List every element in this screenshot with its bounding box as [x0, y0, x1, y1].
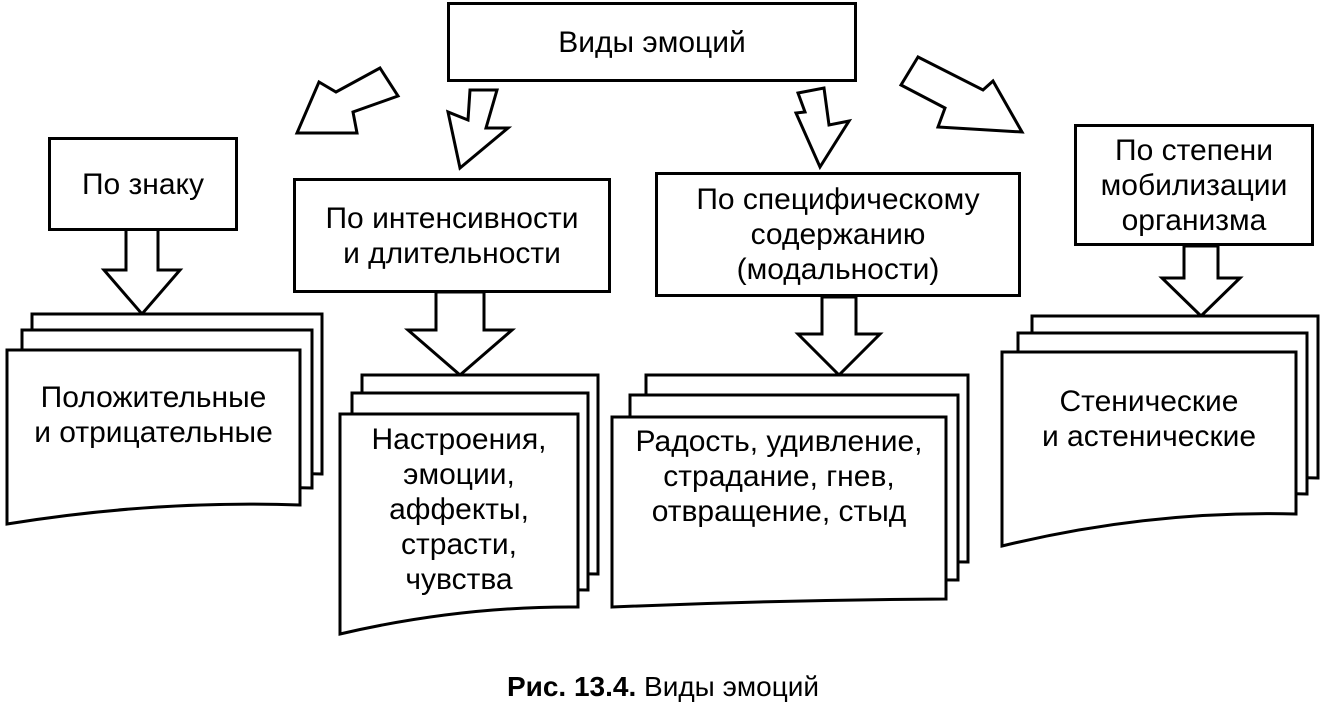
arrow-to-modality-icon: [793, 86, 853, 171]
category-title-line: организма: [1121, 203, 1267, 237]
category-box-sign: По знаку: [48, 137, 238, 231]
result-line: страдание, гнев,: [663, 460, 895, 493]
result-line: отвращение, стыд: [651, 495, 907, 528]
arrow-to-sign-icon: [294, 66, 401, 135]
result-line: Радость, удивление,: [635, 425, 923, 458]
figure-caption: Рис. 13.4. Виды эмоций: [0, 670, 1326, 704]
category-title-line: (модальности): [736, 253, 940, 286]
category-box-mobilization: По степени мобилизации организма: [1074, 124, 1314, 246]
root-box: Виды эмоций: [447, 2, 857, 82]
result-mobilization: Стенические и астенические: [1002, 384, 1296, 454]
category-title-line: По специфическому: [696, 183, 980, 216]
result-line: и отрицательные: [34, 416, 273, 449]
result-intensity: Настроения, эмоции, аффекты, страсти, чу…: [340, 422, 578, 597]
result-line: Положительные: [40, 381, 267, 414]
document-stack-mobilization: [1000, 314, 1320, 548]
result-line: эмоции,: [403, 458, 515, 491]
result-line: чувства: [405, 563, 513, 596]
category-title-line: мобилизации: [1100, 168, 1288, 202]
document-stack-modality: [610, 373, 970, 609]
document-stack-sign: [5, 312, 324, 526]
down-arrow-intensity-icon: [403, 290, 517, 377]
root-title: Виды эмоций: [558, 25, 746, 59]
result-modality: Радость, удивление, страдание, гнев, отв…: [612, 424, 946, 529]
down-arrow-modality-icon: [794, 295, 884, 378]
document-stack-intensity: [338, 373, 600, 636]
result-line: и астенические: [1041, 420, 1257, 453]
category-title-line: По интенсивности: [325, 201, 579, 235]
category-box-intensity: По интенсивности и длительности: [293, 178, 611, 293]
category-title-line: содержанию: [750, 218, 926, 251]
category-title-line: По степени: [1115, 133, 1273, 167]
category-title-line: и длительности: [343, 236, 561, 270]
result-line: Стенические: [1059, 385, 1239, 418]
down-arrow-sign-icon: [100, 227, 184, 317]
caption-text: Виды эмоций: [644, 671, 820, 702]
result-line: страсти,: [401, 528, 517, 561]
caption-label: Рис. 13.4.: [506, 671, 637, 702]
category-title-line: По знаку: [81, 167, 205, 201]
arrow-to-mobilization-icon: [898, 55, 1025, 134]
arrow-to-intensity-icon: [445, 88, 513, 171]
down-arrow-mobilization-icon: [1158, 244, 1244, 319]
result-sign: Положительные и отрицательные: [7, 380, 300, 450]
category-box-modality: По специфическому содержанию (модальност…: [655, 172, 1021, 297]
result-line: аффекты,: [389, 493, 529, 526]
result-line: Настроения,: [371, 423, 547, 456]
